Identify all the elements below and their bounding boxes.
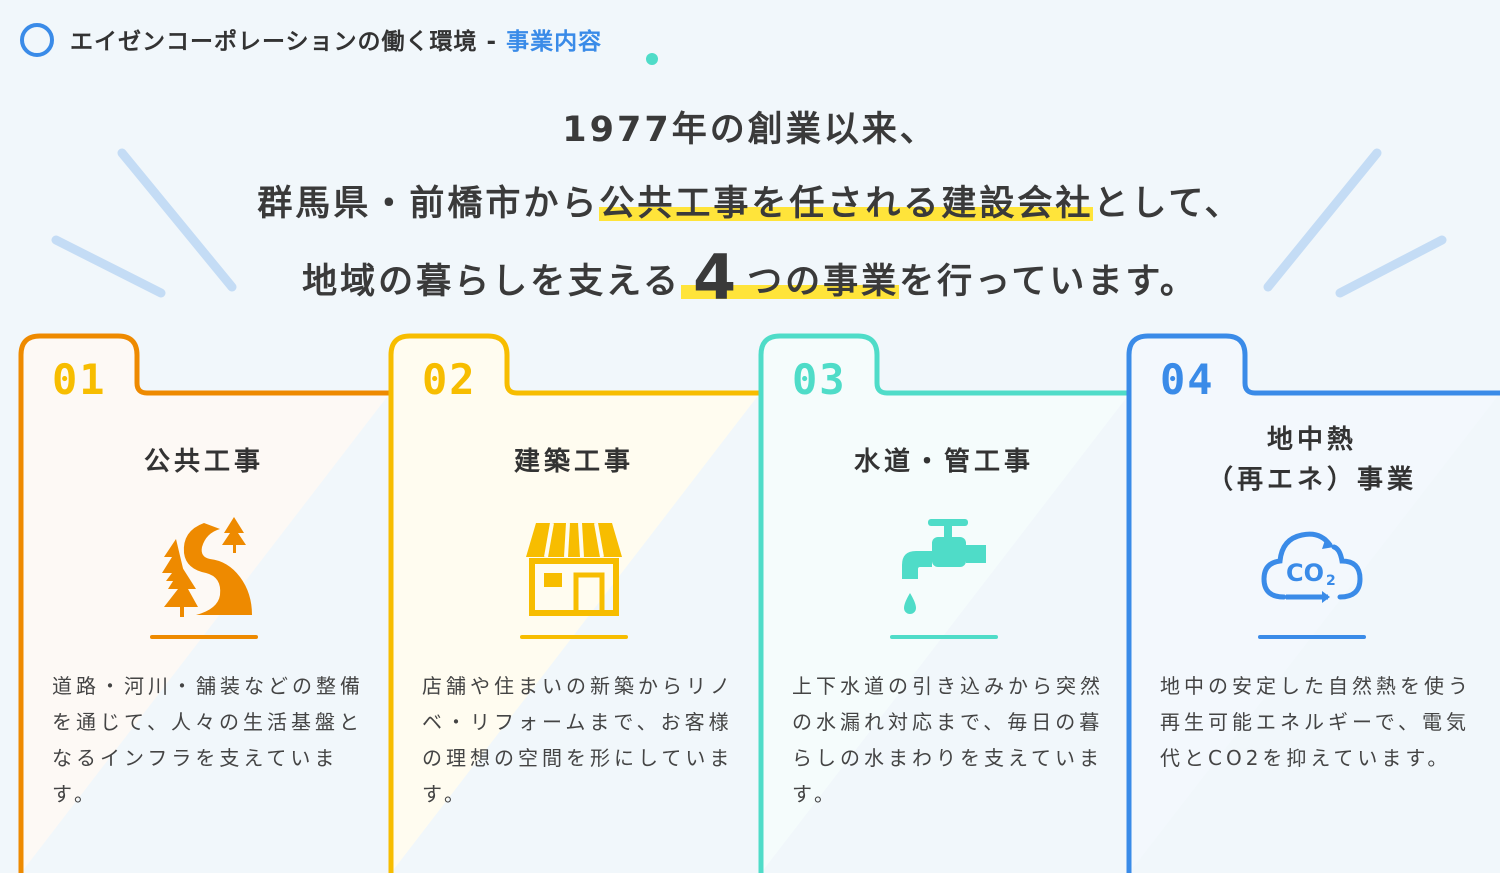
- card-title-line-1: 地中熱: [1266, 425, 1357, 455]
- headline: 1977年の創業以来、 群馬県・前橋市から公共工事を任される建設会社として、 地…: [0, 100, 1500, 322]
- business-card-geothermal: 04 地中熱 （再エネ）事業 CO 2 地中の安定した自然熱を使う再生可能エネル…: [1126, 333, 1500, 873]
- card-frame: [758, 333, 1130, 873]
- svg-text:2: 2: [1326, 573, 1336, 589]
- road-trees-icon: [162, 517, 252, 617]
- card-number: 03: [792, 355, 847, 404]
- card-divider: [150, 635, 258, 639]
- card-title: 公共工事: [143, 447, 264, 477]
- business-card-public-works: 01 公共工事 道路・河川・舗装などの整備を通じて、人々の生活基盤となるインフラ…: [18, 333, 390, 873]
- storefront-icon: [526, 522, 622, 616]
- decorative-rays: [51, 148, 1447, 298]
- business-card-water-pipes: 03 水道・管工事 上下水道の引き込みから突然の水漏れ対応まで、毎日の暮らしの水…: [758, 333, 1130, 873]
- card-title: 水道・管工事: [853, 447, 1034, 477]
- svg-text:CO: CO: [1286, 559, 1324, 587]
- card-number: 04: [1160, 355, 1215, 404]
- card-divider: [1258, 635, 1366, 639]
- headline-line-2: 群馬県・前橋市から公共工事を任される建設会社として、: [257, 184, 1243, 224]
- card-title: 建築工事: [513, 447, 634, 477]
- card-frame: [1126, 333, 1500, 873]
- card-description: 道路・河川・舗装などの整備を通じて、人々の生活基盤となるインフラを支えています。: [52, 674, 364, 806]
- card-divider: [520, 635, 628, 639]
- card-title-line-2: （再エネ）事業: [1206, 465, 1417, 495]
- header-decoration: [20, 23, 658, 65]
- page-header: エイゼンコーポレーションの働く環境 - 事業内容: [18, 20, 678, 70]
- card-description: 上下水道の引き込みから突然の水漏れ対応まで、毎日の暮らしの水まわりを支えています…: [792, 674, 1104, 806]
- water-faucet-icon: [902, 519, 986, 614]
- co2-cloud-icon: CO 2: [1261, 531, 1363, 603]
- card-number: 02: [422, 355, 477, 404]
- page-title: エイゼンコーポレーションの働く環境 - 事業内容: [70, 29, 603, 55]
- card-number: 01: [52, 355, 107, 404]
- business-card-construction: 02 建築工事 店舗や住まいの新築からリノベ・リフォームまで、お客様の理想の空間…: [388, 333, 760, 873]
- card-description: 店舗や住まいの新築からリノベ・リフォームまで、お客様の理想の空間を形にしています…: [422, 674, 734, 806]
- headline-line-1: 1977年の創業以来、: [562, 110, 938, 150]
- search-circle-icon: [20, 23, 54, 57]
- card-frame: [18, 333, 390, 873]
- card-divider: [890, 635, 998, 639]
- card-description: 地中の安定した自然熱を使う再生可能エネルギーで、電気代とCO2を抑えています。: [1160, 674, 1472, 770]
